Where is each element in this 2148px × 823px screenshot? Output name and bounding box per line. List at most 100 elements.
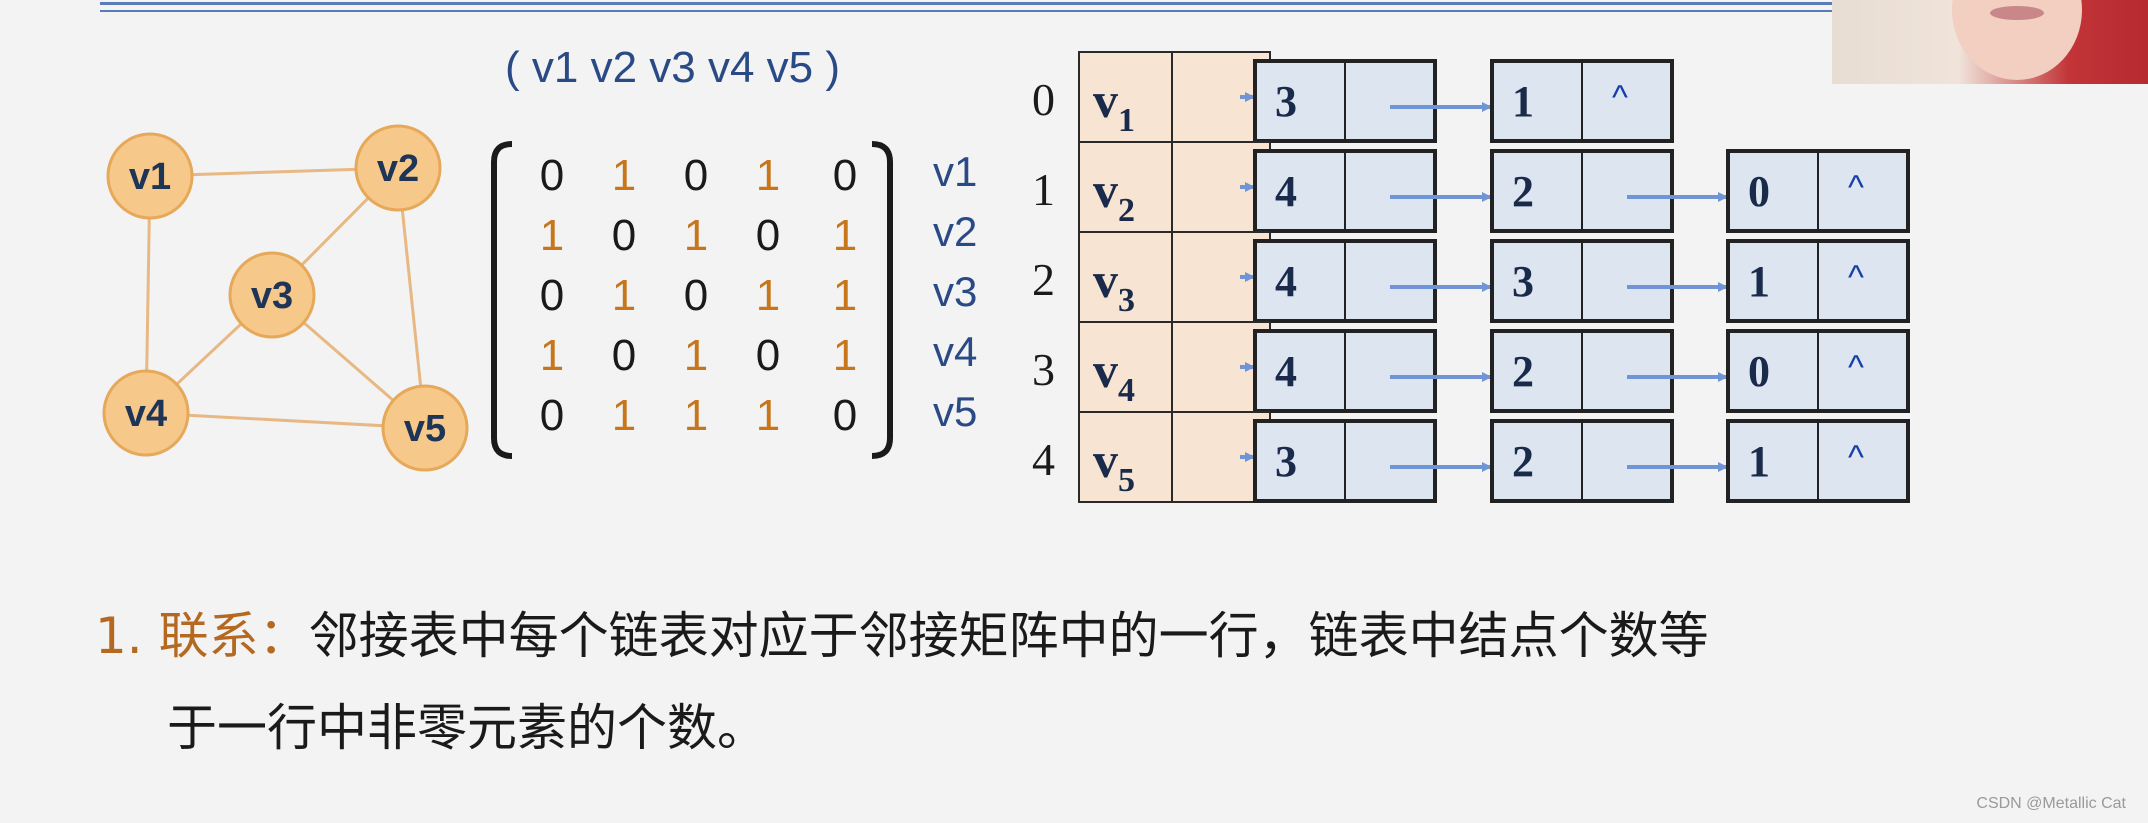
matrix-cell-r2-c3: 1 (684, 211, 708, 260)
matrix-cell-r3-c5: 1 (833, 271, 857, 320)
matrix-cell-r4-c2: 0 (612, 331, 636, 380)
node-v2: v2 (354, 124, 442, 212)
vertex-subscript-3: 4 (1118, 372, 1135, 409)
node-label-v2: v2 (377, 148, 419, 190)
caption-lead: 1. 联系： (95, 607, 309, 665)
node-circle-v4 (102, 369, 190, 457)
list-node-r4-n2: 1^ (1726, 419, 1910, 503)
list-node-value: 2 (1512, 347, 1534, 396)
matrix-cell-r3-c2: 1 (612, 271, 636, 320)
top-rule-2 (100, 10, 1840, 12)
matrix-cell-r4-c3: 1 (684, 331, 708, 380)
caption-text-1: 邻接表中每个链表对应于邻接矩阵中的一行，链表中结点个数等 (308, 607, 1709, 665)
node-circle-v2 (354, 124, 442, 212)
vertex-subscript-1: 2 (1118, 192, 1135, 229)
vertex-name-1: v2 (1093, 162, 1135, 229)
edge-v2-v5 (396, 167, 427, 429)
matrix-row-label-2: v2 (933, 208, 977, 255)
vertex-name-0: v1 (1093, 72, 1135, 139)
null-pointer-icon: ^ (1848, 169, 1864, 207)
node-v1: v1 (106, 132, 194, 220)
matrix-row-label-3: v3 (933, 268, 977, 315)
watermark: CSDN @Metallic Cat (1976, 795, 2126, 812)
list-node-value: 4 (1275, 257, 1297, 306)
matrix-column-header: ( v1 v2 v3 v4 v5 ) (505, 43, 840, 92)
list-node-value: 3 (1512, 257, 1534, 306)
matrix-cell-r5-c3: 1 (684, 391, 708, 440)
list-node-r1-n0: 4 (1253, 149, 1492, 233)
list-node-value: 0 (1748, 167, 1770, 216)
list-node-r2-n0: 4 (1253, 239, 1492, 323)
list-node-value: 1 (1512, 77, 1534, 126)
vertex-letter-3: v (1093, 342, 1118, 398)
matrix-cell-r1-c5: 0 (833, 151, 857, 200)
list-node-r1-n1: 2 (1490, 149, 1728, 233)
vertex-letter-2: v (1093, 252, 1118, 308)
vertex-index-2: 2 (1032, 254, 1055, 305)
list-node-r2-n1: 3 (1490, 239, 1728, 323)
list-node-value: 2 (1512, 437, 1534, 486)
list-node-r4-n1: 2 (1490, 419, 1728, 503)
null-pointer-icon: ^ (1848, 439, 1864, 477)
list-node-r2-n2: 1^ (1726, 239, 1910, 323)
caption-line-2: 于一行中非零元素的个数。 (167, 699, 767, 757)
edge-v4-v5 (145, 411, 426, 430)
matrix-cell-r4-c1: 1 (540, 331, 564, 380)
node-label-v4: v4 (125, 393, 167, 435)
list-node-value: 1 (1748, 437, 1770, 486)
caption-line-1: 1. 联系：邻接表中每个链表对应于邻接矩阵中的一行，链表中结点个数等 (95, 590, 2045, 682)
node-v4: v4 (102, 369, 190, 457)
matrix-cell-r1-c1: 0 (540, 151, 564, 200)
vertex-index-1: 1 (1032, 164, 1055, 215)
vertex-letter-4: v (1093, 432, 1118, 488)
list-node-r0-n0: 3 (1253, 59, 1492, 143)
matrix-cell-r3-c4: 1 (756, 271, 780, 320)
matrix-cell-r1-c2: 1 (612, 151, 636, 200)
matrix-cell-r3-c3: 0 (684, 271, 708, 320)
vertex-subscript-4: 5 (1118, 462, 1135, 499)
vertex-table (1078, 51, 1271, 503)
matrix-cell-r1-c4: 1 (756, 151, 780, 200)
matrix-row-label-4: v4 (933, 328, 977, 375)
matrix-cell-r2-c2: 0 (612, 211, 636, 260)
matrix-row-label-5: v5 (933, 388, 977, 435)
matrix-cell-r4-c5: 1 (833, 331, 857, 380)
matrix-cell-r3-c1: 0 (540, 271, 564, 320)
null-pointer-icon: ^ (1848, 259, 1864, 297)
list-node-value: 4 (1275, 167, 1297, 216)
list-node-value: 4 (1275, 347, 1297, 396)
webcam-overlay (1832, 0, 2148, 84)
list-node-r4-n0: 3 (1253, 419, 1492, 503)
matrix-row-label-1: v1 (933, 148, 977, 195)
matrix-right-bracket (871, 141, 893, 459)
vertex-letter-1: v (1093, 162, 1118, 218)
list-node-r3-n2: 0^ (1726, 329, 1910, 413)
node-circle-v3 (228, 251, 316, 339)
matrix-cell-r5-c1: 0 (540, 391, 564, 440)
caption: 1. 联系：邻接表中每个链表对应于邻接矩阵中的一行，链表中结点个数等 于一行中非… (95, 590, 2045, 774)
matrix-cell-r1-c3: 0 (684, 151, 708, 200)
list-node-value: 1 (1748, 257, 1770, 306)
null-pointer-icon: ^ (1848, 349, 1864, 387)
presenter-mouth (1990, 6, 2044, 20)
vertex-subscript-2: 3 (1118, 282, 1135, 319)
matrix-left-bracket (491, 141, 513, 459)
matrix-cell-r2-c5: 1 (833, 211, 857, 260)
list-node-value: 3 (1275, 437, 1297, 486)
matrix-cell-r5-c4: 1 (756, 391, 780, 440)
node-circle-v1 (106, 132, 194, 220)
matrix-cell-r5-c5: 0 (833, 391, 857, 440)
list-node-r0-n1: 1^ (1490, 59, 1674, 143)
vertex-index-4: 4 (1032, 434, 1055, 485)
vertex-name-2: v3 (1093, 252, 1135, 319)
node-label-v3: v3 (251, 275, 293, 317)
matrix-cell-r5-c2: 1 (612, 391, 636, 440)
list-node-value: 3 (1275, 77, 1297, 126)
node-circle-v5 (381, 384, 469, 472)
matrix-cell-r4-c4: 0 (756, 331, 780, 380)
vertex-name-3: v4 (1093, 342, 1135, 409)
